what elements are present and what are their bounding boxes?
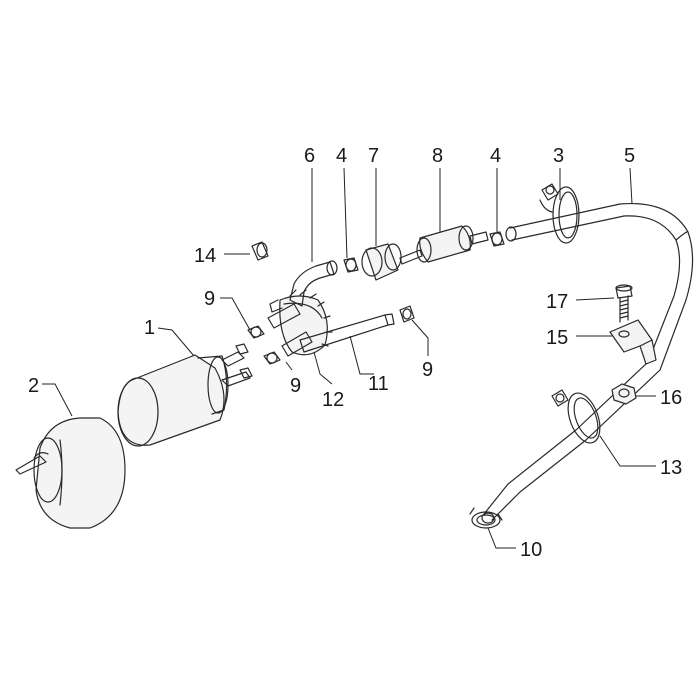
part-15-bracket	[609, 319, 657, 365]
callout-3: 3	[553, 145, 564, 167]
part-9-clamp-upper	[247, 325, 265, 339]
leader-9a	[220, 297, 251, 331]
part-8-fuel-filter	[399, 225, 489, 265]
callout-5: 5	[624, 145, 635, 167]
part-16-nut	[611, 383, 637, 405]
leader-9b	[285, 361, 293, 371]
part-3-hose-clamp	[539, 183, 580, 244]
part-10-spring-clip	[469, 507, 503, 529]
part-11-fuel-pipe	[299, 313, 395, 353]
part-5-fuel-hose	[481, 202, 694, 524]
callout-17: 17	[546, 291, 568, 313]
part-6-bent-hose	[289, 260, 338, 307]
callout-9a: 9	[204, 288, 215, 310]
part-7-sleeve	[361, 243, 402, 281]
callout-1: 1	[144, 317, 155, 339]
callout-9c: 9	[422, 359, 433, 381]
leader-2	[42, 383, 73, 417]
part-9-clamp-right	[399, 305, 415, 323]
part-1-fuel-pump	[117, 343, 253, 447]
leader-4a	[343, 167, 348, 259]
part-14-cap	[251, 241, 269, 261]
callout-4b: 4	[490, 145, 501, 167]
callout-13: 13	[660, 457, 682, 479]
leader-10	[487, 527, 516, 549]
callout-2: 2	[28, 375, 39, 397]
callout-4a: 4	[336, 145, 347, 167]
part-4-clip-left	[343, 257, 359, 273]
leader-11	[349, 335, 374, 375]
part-4-clip-right	[489, 231, 505, 247]
callout-14: 14	[194, 245, 216, 267]
callout-10: 10	[520, 539, 542, 561]
leader-13	[599, 435, 656, 467]
callout-9b: 9	[290, 375, 301, 397]
callout-8: 8	[432, 145, 443, 167]
callout-15: 15	[546, 327, 568, 349]
callout-11: 11	[368, 373, 389, 395]
leader-12	[313, 351, 333, 385]
leader-1	[157, 327, 195, 357]
part-17-bolt	[615, 284, 633, 323]
part-12-pump-holder	[267, 289, 333, 357]
leader-lines	[42, 167, 656, 549]
callout-6: 6	[304, 145, 315, 167]
leader-5	[629, 167, 633, 205]
callout-12: 12	[322, 389, 344, 411]
leader-9c	[411, 319, 429, 356]
callout-7: 7	[368, 145, 379, 167]
part-2-pump-cover	[15, 417, 126, 529]
part-9-clamp-lower	[263, 351, 281, 365]
callout-16: 16	[660, 387, 682, 409]
callout-labels: 1 2 3 4 4 5 6 7 8 9 9 9 10 11 12 13 14 1…	[28, 145, 682, 561]
part-13-hose-clamp	[551, 389, 601, 444]
leader-17	[575, 297, 615, 301]
